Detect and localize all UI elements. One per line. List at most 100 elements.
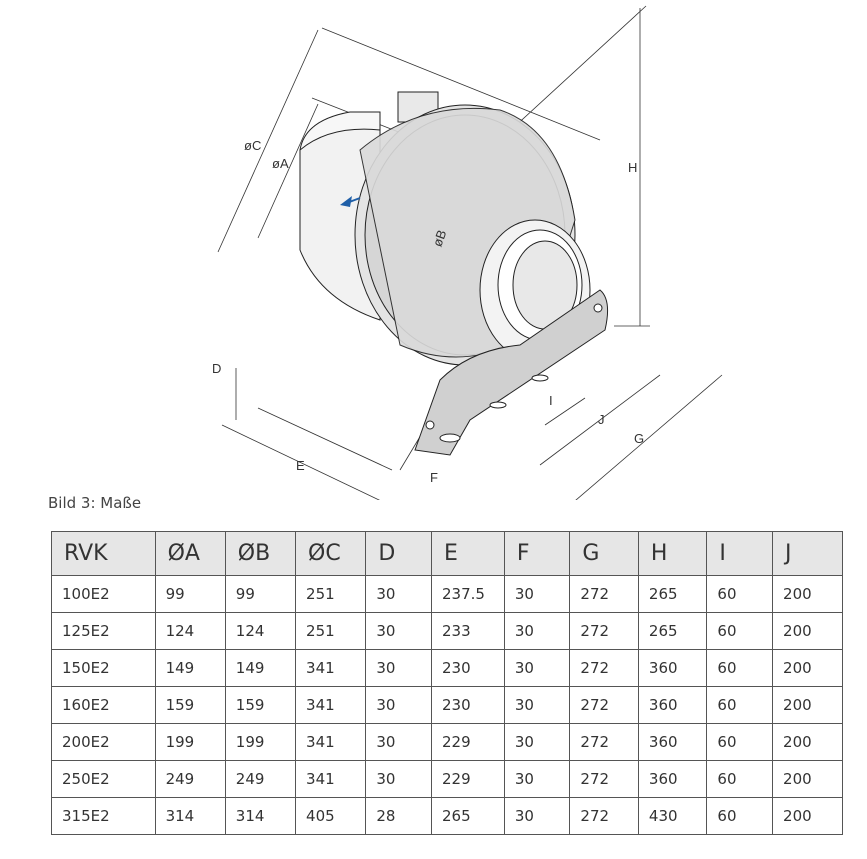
table-cell: 30 xyxy=(503,612,571,650)
table-cell: 30 xyxy=(503,797,571,835)
table-cell: 315E2 xyxy=(51,797,156,835)
table-cell: 200 xyxy=(772,797,843,835)
figure-caption: Bild 3: Maße xyxy=(48,494,142,512)
table-cell: 341 xyxy=(295,686,367,724)
table-header-cell: E xyxy=(430,531,505,576)
table-header-cell: H xyxy=(637,531,708,576)
label-ob: øB xyxy=(430,228,450,249)
table-cell: 230 xyxy=(430,686,505,724)
table-cell: 272 xyxy=(569,760,639,798)
table-cell: 360 xyxy=(637,649,708,687)
table-cell: 60 xyxy=(706,723,774,761)
table-cell: 199 xyxy=(154,723,226,761)
label-d: D xyxy=(212,361,221,376)
table-cell: 159 xyxy=(224,686,297,724)
table-cell: 30 xyxy=(365,575,432,613)
table-cell: 249 xyxy=(154,760,226,798)
table-cell: 200 xyxy=(772,686,843,724)
label-h: H xyxy=(628,160,637,175)
table-cell: 200 xyxy=(772,649,843,687)
table-cell: 200 xyxy=(772,612,843,650)
table-cell: 60 xyxy=(706,649,774,687)
label-j: J xyxy=(598,412,605,427)
table-cell: 229 xyxy=(430,723,505,761)
table-cell: 60 xyxy=(706,575,774,613)
table-cell: 360 xyxy=(637,686,708,724)
table-cell: 265 xyxy=(637,575,708,613)
table-header-cell: RVK xyxy=(51,531,156,576)
table-cell: 60 xyxy=(706,797,774,835)
table-cell: 272 xyxy=(569,797,639,835)
table-header-cell: J xyxy=(772,531,843,576)
label-oa: øA xyxy=(272,156,289,171)
table-cell: 30 xyxy=(365,649,432,687)
table-cell: 28 xyxy=(365,797,432,835)
table-cell: 30 xyxy=(503,723,571,761)
table-cell: 124 xyxy=(224,612,297,650)
table-cell: 314 xyxy=(224,797,297,835)
table-cell: 149 xyxy=(224,649,297,687)
table-cell: 200E2 xyxy=(51,723,156,761)
table-cell: 60 xyxy=(706,612,774,650)
table-header-cell: F xyxy=(503,531,571,576)
label-g: G xyxy=(634,431,644,446)
table-cell: 30 xyxy=(365,686,432,724)
table-cell: 60 xyxy=(706,760,774,798)
table-header-cell: I xyxy=(706,531,774,576)
table-cell: 272 xyxy=(569,612,639,650)
table-cell: 150E2 xyxy=(51,649,156,687)
table-cell: 200 xyxy=(772,760,843,798)
table-cell: 405 xyxy=(295,797,367,835)
table-cell: 229 xyxy=(430,760,505,798)
label-e: E xyxy=(296,458,305,473)
table-cell: 124 xyxy=(154,612,226,650)
table-cell: 251 xyxy=(295,575,367,613)
table-cell: 100E2 xyxy=(51,575,156,613)
table-cell: 341 xyxy=(295,649,367,687)
table-cell: 149 xyxy=(154,649,226,687)
table-cell: 99 xyxy=(154,575,226,613)
label-f: F xyxy=(430,470,438,485)
table-cell: 60 xyxy=(706,686,774,724)
table-header-cell: ØA xyxy=(154,531,226,576)
table-header-cell: D xyxy=(365,531,432,576)
table-cell: 159 xyxy=(154,686,226,724)
table-cell: 199 xyxy=(224,723,297,761)
airflow-arrow-head xyxy=(340,196,352,207)
table-cell: 30 xyxy=(365,723,432,761)
table-cell: 251 xyxy=(295,612,367,650)
table-cell: 233 xyxy=(430,612,505,650)
label-i: I xyxy=(549,393,553,408)
table-cell: 30 xyxy=(503,649,571,687)
mounting-bracket xyxy=(414,289,609,456)
table-cell: 30 xyxy=(503,575,571,613)
table-cell: 272 xyxy=(569,649,639,687)
table-cell: 265 xyxy=(430,797,505,835)
table-cell: 230 xyxy=(430,649,505,687)
table-cell: 265 xyxy=(637,612,708,650)
table-cell: 30 xyxy=(503,686,571,724)
table-cell: 200 xyxy=(772,575,843,613)
table-header-cell: G xyxy=(569,531,639,576)
table-cell: 360 xyxy=(637,760,708,798)
table-cell: 99 xyxy=(224,575,297,613)
table-cell: 237.5 xyxy=(430,575,505,613)
table-cell: 200 xyxy=(772,723,843,761)
table-cell: 30 xyxy=(365,760,432,798)
table-cell: 314 xyxy=(154,797,226,835)
airflow-arrow xyxy=(340,196,361,207)
table-cell: 125E2 xyxy=(51,612,156,650)
table-cell: 341 xyxy=(295,723,367,761)
fan-housing xyxy=(299,91,591,366)
table-header-cell: ØB xyxy=(224,531,297,576)
table-cell: 272 xyxy=(569,723,639,761)
table-cell: 30 xyxy=(503,760,571,798)
fan-dimension-drawing: øC øA øB H D E F G I J xyxy=(212,5,723,500)
